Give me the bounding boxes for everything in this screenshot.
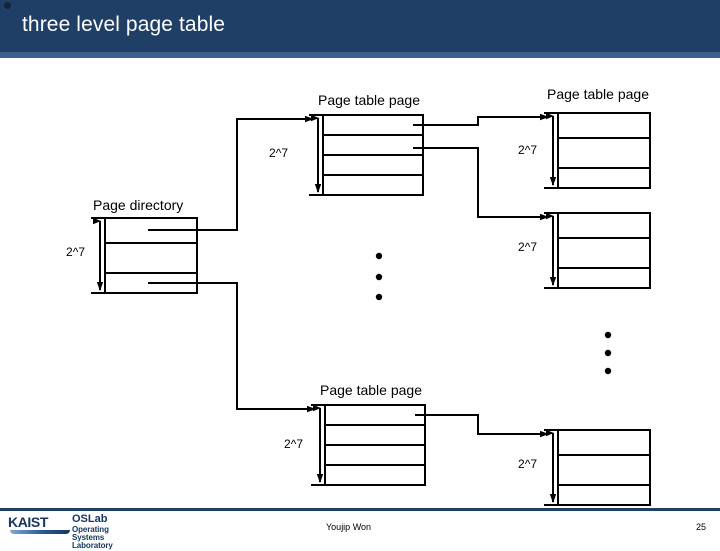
connector-bottomcenter-to-bottomright [415,414,549,438]
oslab-subtitle: Operating Systems Laboratory [72,524,113,551]
oslab-logo-block: OSLab Operating Systems Laboratory [72,513,113,551]
dim-label-top-right: 2^7 [518,143,537,157]
top-right-dimension: 2^7 [518,112,560,189]
top-right-table [557,112,651,189]
ellipsis-right [604,331,612,375]
dim-label-bottom-right: 2^7 [518,457,537,471]
page-title: three level page table [22,13,226,36]
kaist-swoosh-icon [10,530,70,534]
dim-label-top-center: 2^7 [269,146,288,160]
label-page-table-page-top-right: Page table page [547,86,649,102]
slide-footer: KAIST OSLab Operating Systems Laboratory… [0,511,720,550]
oslab-title: OSLab [72,513,108,525]
bottom-right-table [557,429,651,506]
label-page-table-page-bottom: Page table page [320,382,422,398]
kaist-logo-icon: KAIST [8,514,72,536]
footer-author: Youjip Won [326,522,372,532]
page-directory-table [104,217,198,294]
connector-topcenter-to-topright [413,113,549,126]
dim-label-mid-right: 2^7 [518,240,537,254]
top-center-table [322,114,424,196]
footer-page-number: 25 [695,522,706,532]
ellipsis-center [375,252,383,301]
label-page-table-page-top: Page table page [318,92,420,108]
page-directory-dimension: 2^7 [66,217,107,294]
dim-label-bottom-center: 2^7 [284,437,303,451]
diagram-canvas: Page table page Page table page Page dir… [66,86,651,506]
connector-dir-to-top-center [148,115,314,231]
label-page-directory: Page directory [93,197,183,213]
mid-right-table [557,212,651,289]
bottom-right-dimension: 2^7 [518,429,560,506]
header-accent-stripe [0,52,720,58]
bottom-center-table [324,404,426,486]
kaist-logo-text: KAIST [8,514,49,530]
connector-topcenter-to-midright [413,147,549,221]
bottom-center-dimension: 2^7 [284,404,327,486]
slide-header [0,0,720,52]
corner-bullet-icon [4,2,11,9]
top-center-dimension: 2^7 [269,114,325,196]
connector-dir-to-bottom-center [148,282,316,413]
dim-label-page-directory: 2^7 [66,245,85,259]
kaist-oslab-logo: KAIST OSLab Operating Systems Laboratory [8,513,113,550]
page-table-diagram: Page table page Page table page Page dir… [0,58,720,508]
mid-right-dimension: 2^7 [518,212,560,289]
footer-divider [0,508,720,511]
